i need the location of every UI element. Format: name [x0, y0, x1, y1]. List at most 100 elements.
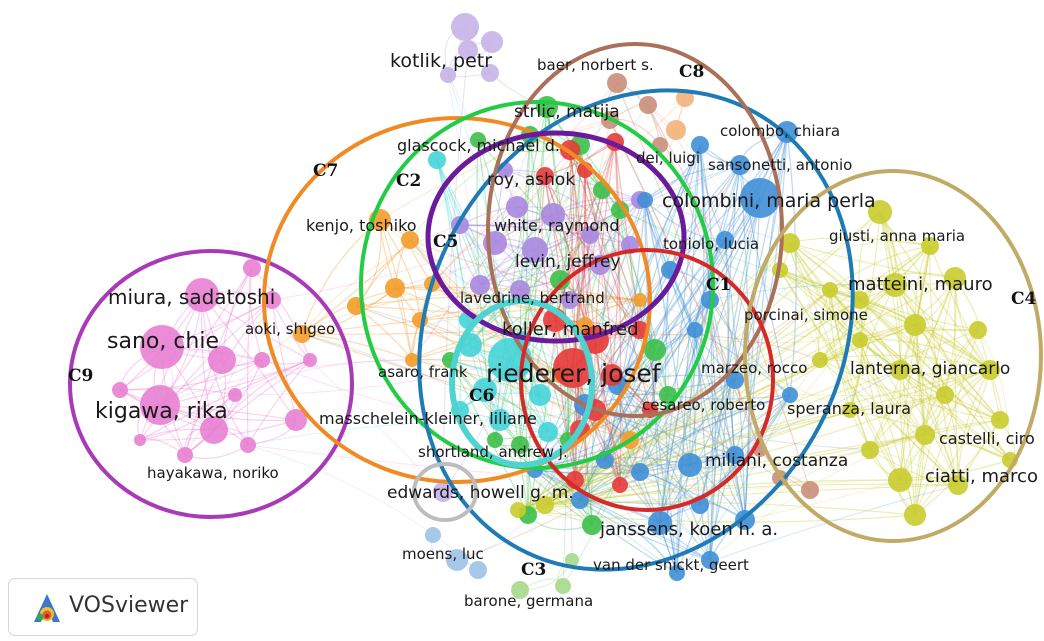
- edge: [459, 224, 591, 236]
- author-node: [473, 378, 497, 402]
- edge: [894, 284, 1001, 421]
- edge: [869, 394, 946, 451]
- edge: [957, 369, 991, 486]
- cluster-id-c9: C9: [68, 366, 93, 386]
- cluster-id-c1: C1: [706, 275, 731, 295]
- edge: [789, 237, 931, 247]
- edge: [914, 419, 1001, 516]
- edge: [247, 419, 501, 446]
- edge: [562, 349, 656, 587]
- edge: [246, 267, 253, 446]
- cluster-id-c8: C8: [679, 62, 704, 82]
- edge: [579, 499, 678, 574]
- edge: [619, 209, 901, 371]
- edge: [271, 214, 554, 301]
- edge: [394, 286, 641, 301]
- edge: [604, 164, 741, 461]
- edge: [709, 197, 761, 561]
- edge: [534, 379, 736, 471]
- cluster-ring-c2: [359, 100, 715, 470]
- author-label: kigawa, rika: [95, 399, 228, 424]
- edge: [914, 329, 979, 516]
- edge: [779, 269, 959, 486]
- author-node: [822, 282, 838, 298]
- edge: [899, 277, 956, 481]
- edge: [869, 369, 991, 451]
- edge: [689, 369, 901, 466]
- author-node: [812, 352, 828, 368]
- edge: [789, 242, 959, 486]
- author-node: [481, 31, 503, 53]
- edge: [859, 339, 926, 436]
- author-node: [716, 231, 734, 249]
- edge: [559, 164, 741, 281]
- edge: [547, 234, 591, 433]
- author-node: [433, 482, 453, 502]
- edge: [544, 501, 916, 516]
- author-node: [581, 226, 599, 244]
- edge: [301, 224, 461, 335]
- edge: [693, 329, 701, 506]
- edge: [669, 131, 788, 271]
- edge: [639, 324, 916, 344]
- edge: [789, 242, 1011, 461]
- author-node: [440, 67, 456, 83]
- author-label: sano, chie: [107, 329, 219, 354]
- author-label: miliani, costanza: [705, 451, 848, 471]
- author-node: [633, 293, 647, 307]
- edge: [449, 359, 529, 516]
- cluster-ring-c3: [417, 88, 855, 572]
- author-label: colombini, maria perla: [662, 190, 876, 212]
- edge: [544, 289, 831, 506]
- edge: [819, 359, 1001, 421]
- edge: [409, 239, 561, 376]
- edge: [675, 129, 851, 411]
- author-node: [536, 496, 554, 514]
- edge: [899, 369, 991, 481]
- author-node: [489, 409, 511, 431]
- edge: [899, 369, 916, 516]
- edge: [899, 245, 931, 371]
- author-node: [678, 453, 702, 477]
- edge: [779, 269, 946, 396]
- author-node: [639, 96, 657, 114]
- edge: [119, 387, 236, 396]
- edge: [521, 339, 711, 561]
- author-node: [669, 565, 685, 581]
- edge: [869, 277, 956, 451]
- edge: [519, 289, 606, 461]
- author-label: ciatti, marco: [925, 466, 1038, 487]
- edge: [859, 339, 916, 516]
- edge: [546, 106, 621, 211]
- edge: [604, 459, 746, 521]
- edge: [594, 339, 661, 524]
- edge: [914, 324, 926, 436]
- edge: [554, 169, 586, 321]
- author-label: sansonetti, antonio: [708, 156, 852, 174]
- edge: [544, 394, 946, 506]
- edge: [479, 264, 601, 286]
- edge: [409, 134, 531, 241]
- edge: [516, 206, 601, 266]
- author-node: [470, 132, 486, 148]
- author-node: [776, 121, 798, 143]
- edge: [600, 209, 621, 461]
- edge: [247, 444, 479, 571]
- author-node: [782, 387, 798, 403]
- author-node: [506, 196, 528, 218]
- cluster-ring-c8: [486, 42, 784, 418]
- edge: [779, 269, 861, 341]
- author-label: janssens, koen h. a.: [599, 519, 778, 540]
- edge: [779, 269, 979, 331]
- edge: [504, 169, 631, 246]
- edge: [709, 299, 736, 456]
- edge: [644, 199, 691, 466]
- edge: [521, 339, 691, 466]
- edge: [494, 144, 581, 441]
- author-node: [405, 353, 419, 367]
- author-node: [888, 468, 912, 492]
- edge: [744, 197, 761, 521]
- edge: [517, 242, 791, 511]
- edge: [676, 144, 701, 574]
- edge: [899, 369, 959, 486]
